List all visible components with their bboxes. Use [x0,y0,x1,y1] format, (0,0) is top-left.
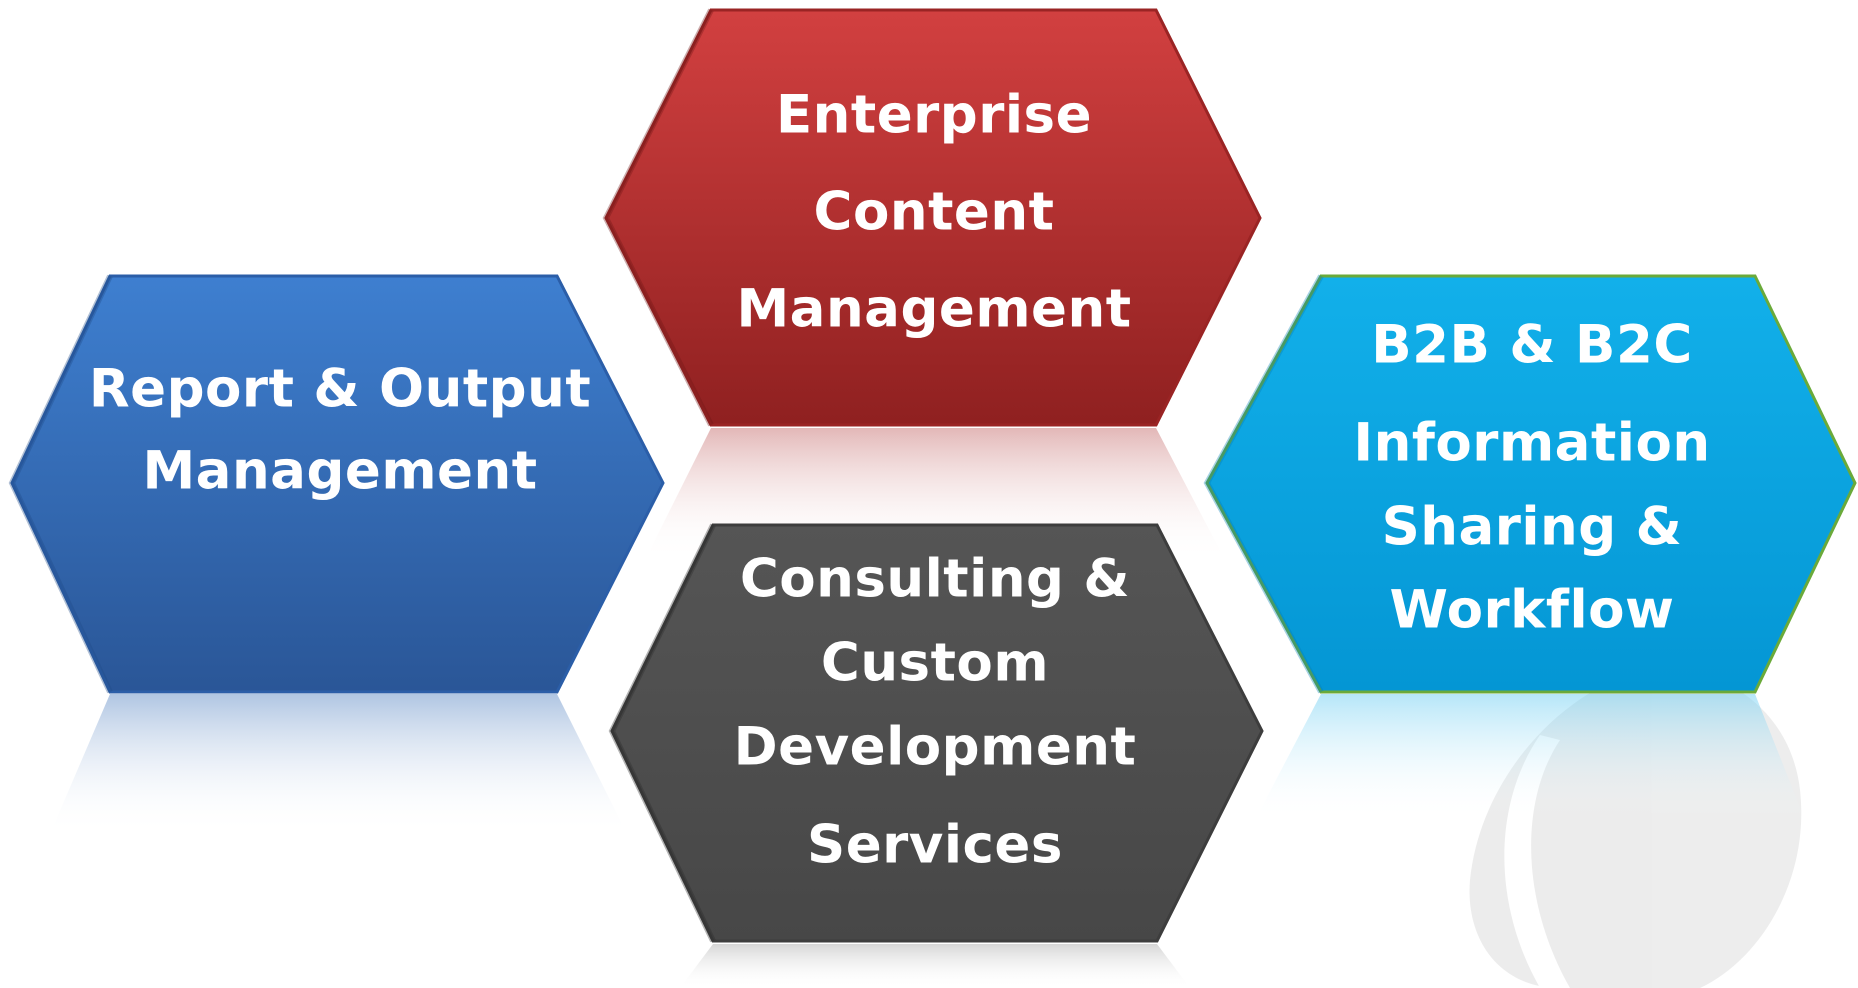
bevels [8,8,1324,943]
b2b-line-2: Information [1353,413,1710,474]
b2b-hex-reflection [1255,694,1805,820]
hexagons [10,8,1857,943]
b2b-line-1: B2B & B2C [1371,315,1692,376]
ecm-line-1: Enterprise [776,85,1092,146]
report-line-2: Management [142,441,537,502]
b2b-line-3: Sharing & [1382,497,1683,558]
b2b-line-4: Workflow [1390,580,1675,641]
consulting-hexagon [610,523,1264,943]
consulting-hex-reflection [680,944,1190,988]
report-line-1: Report & Output [89,359,591,420]
report-hex-reflection [50,694,627,834]
consulting-line-3: Development [734,717,1137,778]
consulting-line-2: Custom [821,633,1049,694]
consulting-line-4: Services [807,815,1063,876]
b2b-b2c-hexagon [1205,274,1857,694]
ecm-line-3: Management [736,279,1131,340]
report-output-hexagon [10,274,665,694]
consulting-line-1: Consulting & [740,549,1130,610]
labels: Report & Output Management Enterprise Co… [89,85,1710,876]
ecm-line-2: Content [814,182,1055,243]
enterprise-content-hexagon [604,8,1262,427]
